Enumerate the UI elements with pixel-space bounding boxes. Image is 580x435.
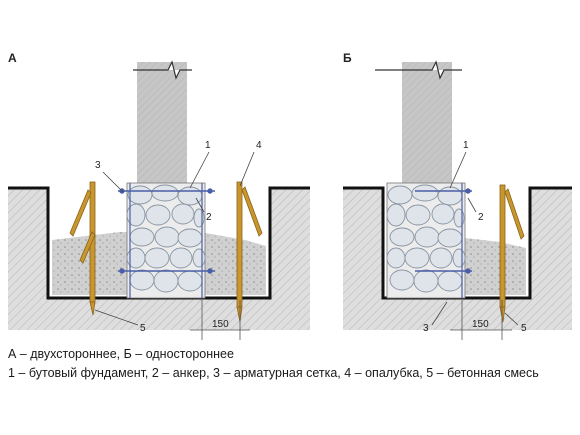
formwork-right bbox=[236, 181, 263, 323]
leader-lines-a bbox=[94, 151, 255, 326]
marker-3-b: 3 bbox=[423, 323, 429, 334]
dimension-b bbox=[450, 300, 512, 340]
dimension-label-a: 150 bbox=[212, 319, 229, 330]
dimension-label-b: 150 bbox=[472, 319, 489, 330]
marker-5-a: 5 bbox=[140, 323, 146, 334]
leader-lines-b bbox=[431, 151, 519, 326]
marker-5-b: 5 bbox=[521, 323, 527, 334]
wall-break-line-b bbox=[375, 60, 462, 80]
caption-legend-variants: А – двухстороннее, Б – одностороннее bbox=[8, 347, 234, 361]
panel-b-label: Б bbox=[343, 51, 352, 65]
rebar-mesh bbox=[129, 183, 203, 298]
panel-a: А bbox=[8, 51, 310, 340]
panel-a-label: А bbox=[8, 51, 17, 65]
marker-4-a: 4 bbox=[256, 140, 262, 151]
rubble-stones-b bbox=[386, 184, 466, 293]
formwork-b bbox=[499, 184, 525, 323]
brick-wall bbox=[137, 62, 187, 185]
formwork-left bbox=[69, 181, 96, 316]
marker-1-b: 1 bbox=[463, 140, 469, 151]
wall-break-line bbox=[133, 60, 192, 80]
concrete-mix-b bbox=[465, 238, 526, 295]
marker-3-a: 3 bbox=[95, 160, 101, 171]
ground-soil bbox=[8, 188, 310, 330]
caption-legend-items: 1 – бутовый фундамент, 2 – анкер, 3 – ар… bbox=[8, 366, 539, 380]
dimension-a bbox=[190, 300, 250, 340]
ground-soil-b bbox=[343, 188, 572, 330]
rubble-stones bbox=[126, 184, 206, 293]
panel-b: Б bbox=[343, 51, 572, 340]
marker-1-a: 1 bbox=[205, 140, 211, 151]
anchors bbox=[118, 188, 215, 274]
brick-wall-b bbox=[402, 62, 452, 185]
marker-2-b: 2 bbox=[478, 212, 484, 223]
marker-2-a: 2 bbox=[206, 212, 212, 223]
anchors-b bbox=[415, 188, 472, 274]
